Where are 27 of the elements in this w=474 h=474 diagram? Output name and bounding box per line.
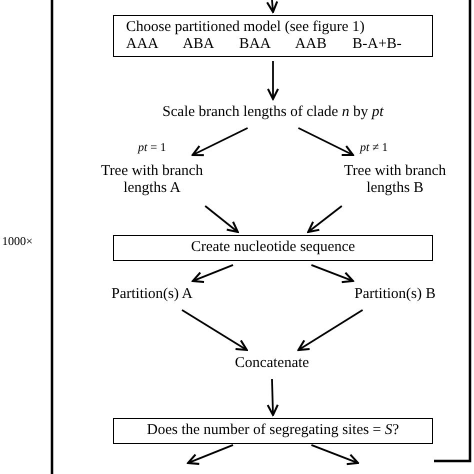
process-box	[113, 418, 433, 444]
step-text: AAA ABA BAA AAB B-A+B-	[125, 36, 403, 54]
arrow	[266, 378, 279, 416]
step-text: Choose partitioned model (see figure 1)	[125, 18, 366, 36]
arrow	[311, 264, 354, 284]
arrow	[192, 264, 234, 283]
step-text: Tree with branch lengths A	[100, 162, 204, 198]
arrow	[187, 444, 234, 465]
step-text: Scale branch lengths of clade n by pt	[162, 104, 384, 122]
arrow	[307, 205, 342, 233]
step-text: Tree with branch lengths B	[343, 162, 447, 198]
arrow	[192, 127, 248, 156]
repeat-count: 1000×	[2, 233, 33, 250]
step-text: Partition(s) B	[354, 286, 436, 304]
step-text: Partition(s) A	[111, 286, 193, 304]
arrow	[266, 61, 280, 100]
process-box	[113, 235, 433, 261]
arrow	[311, 444, 359, 466]
step-text: Concatenate	[234, 355, 310, 373]
arrow	[298, 127, 354, 156]
step-text: Does the number of segregating sites = S?	[146, 422, 400, 440]
arrow	[182, 309, 248, 351]
arrow	[297, 309, 364, 351]
process-box	[113, 15, 433, 57]
step-text: Create nucleotide sequence	[190, 239, 356, 257]
arrow	[266, 0, 278, 13]
arrow	[204, 205, 239, 233]
